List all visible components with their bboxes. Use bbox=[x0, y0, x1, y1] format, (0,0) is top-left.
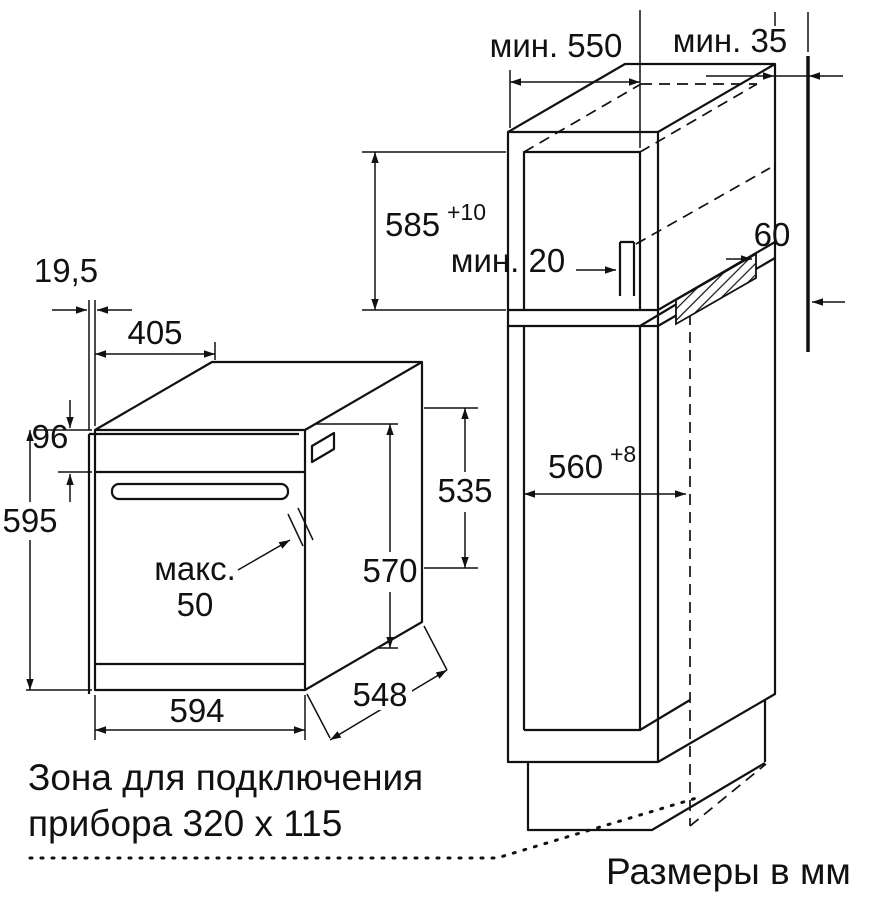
dim-panel-height-label: 96 bbox=[32, 418, 69, 455]
dim-depth-label: 548 bbox=[352, 676, 407, 713]
dim-frame-gap: 19,5 bbox=[34, 252, 132, 430]
dim-rear-gap: мин. 35 bbox=[664, 12, 843, 80]
dim-handle-max: макс. 50 bbox=[154, 507, 314, 623]
dim-frame-gap-label: 19,5 bbox=[34, 252, 98, 289]
dim-vent-gap: мин. 20 bbox=[451, 242, 616, 279]
oven-door-handle bbox=[110, 482, 290, 501]
dim-niche-height-tolerance: +10 bbox=[447, 199, 486, 225]
hidden-duct-edge bbox=[635, 167, 771, 245]
connection-zone-leader bbox=[28, 795, 702, 860]
oven-top-face bbox=[94, 360, 422, 431]
connection-zone-text-line2: прибора 320 x 115 bbox=[28, 803, 342, 844]
dim-handle-max-value: 50 bbox=[177, 586, 214, 623]
units-note: Размеры в мм bbox=[606, 851, 851, 892]
dim-height-label: 595 bbox=[2, 502, 57, 539]
dim-rear-gap-label: мин. 35 bbox=[673, 22, 787, 59]
hidden-bottom-rear-edge bbox=[689, 763, 767, 827]
dim-min-width-label: мин. 550 bbox=[490, 27, 623, 64]
dim-niche-height: 585 +10 bbox=[362, 151, 506, 311]
vent-cutout-hatch bbox=[675, 252, 757, 326]
oven-side-face bbox=[304, 360, 424, 691]
cabinet-lower-inner-walls bbox=[522, 326, 642, 730]
dim-rear-upper-height: 535 bbox=[424, 407, 495, 569]
oven-drawing bbox=[87, 360, 424, 694]
dim-height: 595 bbox=[2, 430, 92, 691]
dim-rear-height: 570 bbox=[315, 423, 420, 649]
cabinet-rear-vent-slot bbox=[618, 240, 636, 296]
dim-rear-upper-height-label: 535 bbox=[437, 472, 492, 509]
dim-panel-height: 96 bbox=[32, 400, 92, 502]
dim-width-label: 594 bbox=[169, 692, 224, 729]
oven-side-latch-detail bbox=[310, 431, 336, 464]
oven-dimensions: 19,5 405 96 595 570 bbox=[2, 252, 495, 741]
dim-niche-depth: 560 +8 bbox=[524, 441, 686, 498]
cabinet-floor bbox=[524, 699, 691, 732]
dim-top-depth: 405 bbox=[95, 314, 216, 360]
dim-niche-depth-tolerance: +8 bbox=[610, 441, 636, 467]
cabinet-drawing bbox=[506, 56, 810, 832]
notes: Зона для подключения прибора 320 x 115 Р… bbox=[28, 757, 851, 892]
hidden-niche-top-right-edge bbox=[639, 83, 758, 153]
cabinet-top-face bbox=[507, 62, 777, 133]
dim-niche-height-label: 585 bbox=[385, 206, 440, 243]
dim-min-width: мин. 550 bbox=[490, 10, 641, 148]
cabinet-niche-opening bbox=[522, 150, 642, 310]
connection-zone-text-line1: Зона для подключения bbox=[28, 757, 423, 798]
dim-rear-height-label: 570 bbox=[362, 552, 417, 589]
cabinet-dimensions: мин. 550 мин. 35 585 +10 мин. 20 bbox=[362, 10, 845, 498]
dim-top-depth-label: 405 bbox=[127, 314, 182, 351]
cabinet-shelf-front-edges bbox=[508, 308, 658, 328]
dim-vent-depth: 60 bbox=[726, 216, 791, 263]
dim-niche-depth-label: 560 bbox=[548, 448, 603, 485]
cabinet-side-face bbox=[657, 64, 777, 763]
dim-width: 594 bbox=[94, 692, 306, 740]
dim-handle-max-label: макс. bbox=[154, 550, 236, 587]
hidden-niche-top-left-edge bbox=[523, 83, 642, 153]
dim-vent-gap-label: мин. 20 bbox=[451, 242, 565, 279]
dim-depth: 548 bbox=[306, 625, 448, 741]
dim-vent-depth-label: 60 bbox=[754, 216, 791, 253]
